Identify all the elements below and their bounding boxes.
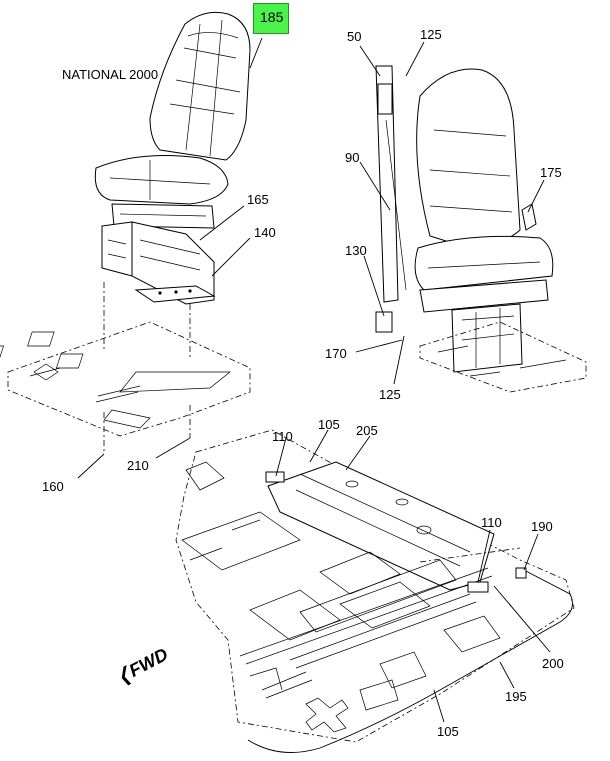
seat-assembly-right	[375, 65, 554, 373]
callout-185-highlighted[interactable]: 185	[253, 3, 290, 34]
seat-model-label: NATIONAL 2000	[62, 67, 159, 82]
callout-50[interactable]: 50	[347, 29, 362, 44]
callout-160[interactable]: 160	[42, 479, 64, 494]
callout-210[interactable]: 210	[127, 458, 149, 473]
callout-190[interactable]: 190	[531, 519, 553, 534]
seat-assembly-left	[94, 11, 251, 305]
callout-125-top[interactable]: 125	[420, 27, 442, 42]
callout-130[interactable]: 130	[345, 243, 367, 258]
callout-90[interactable]: 90	[345, 150, 360, 165]
callout-125-bottom[interactable]: 125	[379, 387, 401, 402]
callout-140[interactable]: 140	[254, 225, 276, 240]
callout-195[interactable]: 195	[505, 689, 527, 704]
callout-leaders	[77, 37, 551, 723]
callout-175[interactable]: 175	[540, 165, 562, 180]
callout-110-left[interactable]: 110	[272, 429, 293, 444]
callout-105-bottom[interactable]: 105	[437, 724, 459, 739]
floor-assembly	[175, 429, 575, 753]
callout-205[interactable]: 205	[356, 423, 378, 438]
callout-110-right[interactable]: 110	[481, 515, 502, 530]
floor-plate-left	[0, 321, 251, 437]
floor-plate-right	[419, 321, 587, 393]
callout-165[interactable]: 165	[247, 192, 269, 207]
callout-200[interactable]: 200	[542, 656, 564, 671]
callout-105-top[interactable]: 105	[318, 417, 340, 432]
callout-170[interactable]: 170	[325, 346, 347, 361]
